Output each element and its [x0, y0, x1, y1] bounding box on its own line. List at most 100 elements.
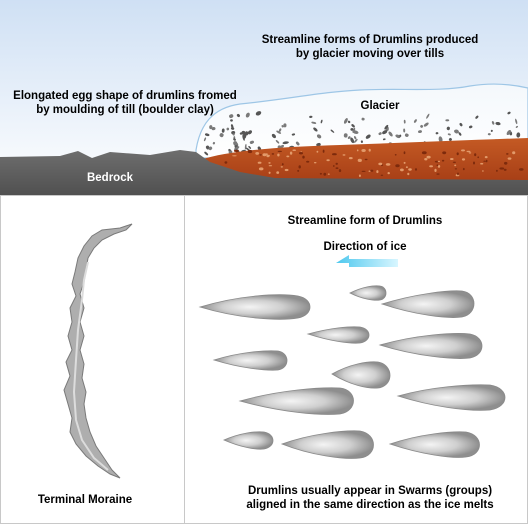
elongated-line-2: by moulding of till (boulder clay) — [36, 104, 214, 116]
till-speckle — [457, 172, 459, 176]
debris-stone — [420, 125, 424, 128]
till-speckle — [434, 168, 437, 172]
till-speckle — [452, 161, 456, 163]
till-speckle — [268, 162, 271, 164]
till-speckle — [407, 172, 410, 176]
till-speckle — [277, 153, 280, 157]
debris-stone — [278, 128, 282, 132]
streamline-line-2: by glacier moving over tills — [295, 48, 445, 60]
till-speckle — [394, 154, 397, 156]
drumlin — [212, 350, 288, 371]
till-speckle — [232, 155, 237, 157]
till-speckle — [338, 169, 342, 173]
debris-stone — [255, 111, 262, 116]
till-speckle — [429, 165, 433, 168]
till-speckle — [361, 170, 366, 172]
till-speckle — [376, 170, 379, 174]
till-speckle — [361, 149, 366, 152]
debris-stone — [403, 128, 406, 133]
till-speckle — [450, 158, 454, 160]
debris-stone — [399, 134, 402, 137]
bedrock-layer — [0, 150, 528, 195]
till-speckle — [395, 164, 400, 168]
till-speckle — [306, 160, 310, 163]
till-speckle — [332, 153, 337, 156]
debris-stone — [350, 137, 355, 144]
debris-stone — [249, 140, 255, 144]
debris-stone — [271, 133, 276, 139]
debris-stone — [330, 129, 335, 133]
till-speckle — [454, 164, 457, 167]
debris-stone — [219, 133, 224, 138]
till-speckle — [326, 159, 330, 162]
till-speckle — [262, 153, 267, 157]
debris-stone — [516, 132, 521, 138]
debris-stone — [204, 151, 209, 156]
debris-stone — [384, 124, 389, 130]
debris-stone — [506, 129, 511, 136]
debris-stone — [361, 117, 365, 121]
till-speckle — [473, 161, 475, 165]
swarm-caption: Drumlins usually appear in Swarms (group… — [220, 484, 520, 512]
debris-stone — [230, 127, 235, 130]
till-speckle — [442, 151, 447, 155]
debris-stone — [426, 113, 430, 119]
debris-stone — [275, 140, 280, 144]
till-speckle — [297, 169, 300, 172]
debris-stone — [316, 134, 322, 139]
debris-stone — [468, 125, 473, 129]
terminal-moraine-ridge — [63, 223, 133, 479]
drumlin — [306, 326, 370, 344]
till-speckle — [441, 159, 445, 162]
debris-stone — [316, 142, 321, 147]
till-speckle — [403, 151, 406, 155]
till-speckle — [403, 161, 406, 164]
till-speckle — [258, 167, 264, 171]
till-speckle — [482, 170, 484, 172]
till-speckle — [233, 149, 239, 152]
till-speckle — [477, 156, 480, 159]
debris-stone — [458, 132, 462, 136]
debris-stone — [282, 141, 289, 145]
till-speckle — [504, 161, 508, 165]
till-speckle — [485, 159, 488, 163]
till-speckle — [503, 168, 507, 171]
debris-stone — [311, 121, 317, 124]
debris-stone — [360, 140, 364, 143]
drumlin — [396, 384, 506, 411]
till-speckle — [456, 152, 459, 156]
till-speckle — [462, 167, 465, 171]
debris-stone — [475, 115, 479, 119]
till-speckle — [327, 173, 330, 175]
debris-stone — [205, 145, 210, 150]
till-speckle — [426, 155, 431, 159]
till-speckle — [356, 149, 359, 152]
debris-stone — [313, 127, 318, 132]
caption-line-2: aligned in the same direction as the ice… — [246, 499, 494, 511]
drumlin — [223, 431, 274, 450]
till-speckle — [461, 158, 466, 161]
till-speckle — [348, 157, 353, 160]
debris-stone — [347, 120, 351, 124]
till-speckle — [319, 172, 322, 175]
till-speckle — [289, 151, 293, 155]
till-speckle — [378, 162, 383, 166]
debris-stone — [232, 133, 235, 136]
till-speckle — [259, 154, 262, 156]
till-speckle — [255, 152, 260, 155]
debris-stone — [515, 125, 519, 128]
till-speckle — [370, 169, 374, 172]
debris-stone — [445, 119, 450, 122]
till-speckle — [461, 149, 465, 152]
till-speckle — [405, 166, 408, 169]
till-speckle — [276, 171, 280, 174]
debris-stone — [230, 124, 234, 129]
debris-stone — [291, 133, 296, 136]
streamline-description: Streamline forms of Drumlins produced by… — [230, 33, 510, 61]
debris-stone — [248, 145, 252, 149]
till-speckle — [266, 154, 270, 157]
debris-stone — [448, 138, 452, 141]
till-speckle — [496, 169, 498, 172]
debris-stone — [423, 122, 429, 127]
